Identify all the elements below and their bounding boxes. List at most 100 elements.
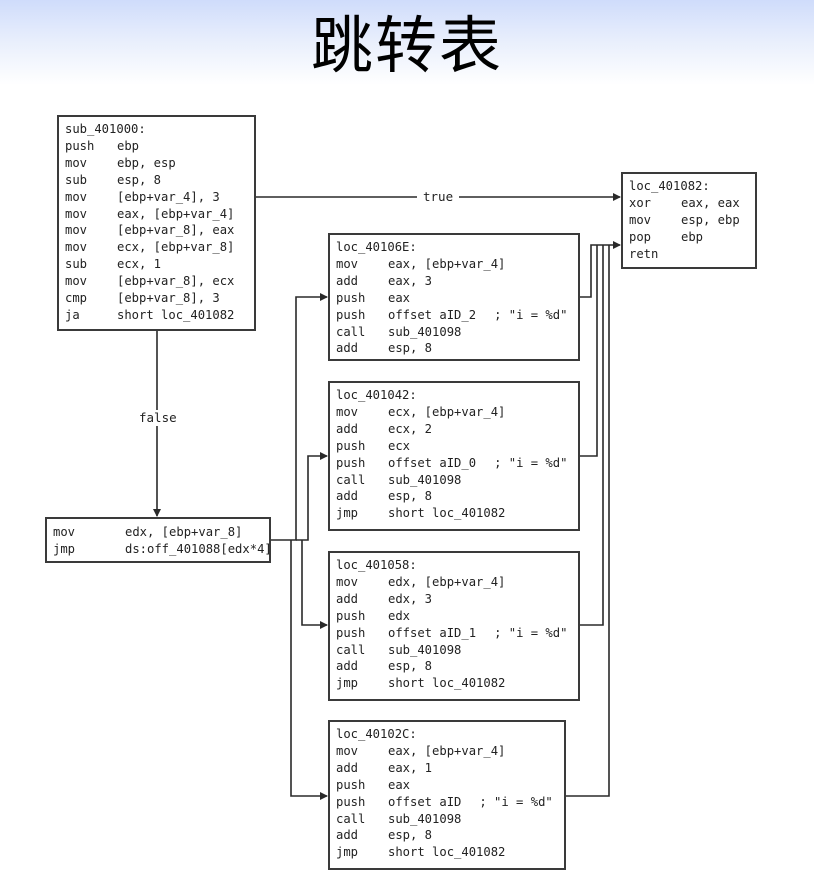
comment: ; "i = %d" <box>494 307 568 322</box>
comment: ; "i = %d" <box>494 455 568 470</box>
operands: edx, 3 <box>388 591 433 606</box>
operands: edx, [ebp+var_8] <box>125 525 243 539</box>
edge-40106E-to-exit <box>580 241 621 298</box>
instruction-line: push eax <box>336 777 558 794</box>
operands: eax, [ebp+var_4] <box>388 743 506 758</box>
mnemonic: jmp <box>336 676 359 691</box>
operands: ds:off_401088[edx*4] <box>125 541 272 556</box>
operands: [ebp+var_4], 3 <box>117 189 220 204</box>
operands: eax <box>388 777 411 792</box>
operands: [ebp+var_8], eax <box>117 223 235 238</box>
mnemonic: add <box>336 421 359 436</box>
mnemonic: mov <box>629 212 652 227</box>
edge-label-false: false <box>133 410 183 426</box>
mnemonic: mov <box>65 240 88 255</box>
mnemonic: call <box>336 642 366 657</box>
operands: sub_401098 <box>388 642 462 657</box>
mnemonic: ja <box>65 307 80 322</box>
mnemonic: jmp <box>336 506 359 521</box>
mnemonic: mov <box>65 223 88 238</box>
block-label: loc_401042: <box>336 388 417 402</box>
block-label: loc_40102C: <box>336 727 417 741</box>
instruction-line: add esp, 8 <box>336 488 572 505</box>
instruction-line: cmp[ebp+var_8], 3 <box>65 290 248 307</box>
comment: ; "i = %d" <box>494 625 568 640</box>
mnemonic: call <box>336 472 366 487</box>
operands: ebp <box>117 138 140 153</box>
mnemonic: mov <box>336 574 359 589</box>
mnemonic: sub <box>65 257 88 272</box>
mnemonic: jmp <box>336 845 359 860</box>
operands: offset aID <box>388 794 462 809</box>
operands: offset aID_2 <box>388 307 477 322</box>
mnemonic: mov <box>336 404 359 419</box>
operands: offset aID_1 <box>388 625 477 640</box>
mnemonic: mov <box>65 155 88 170</box>
instruction-line: jmp short loc_401082 <box>336 844 558 861</box>
operands: eax, [ebp+var_4] <box>388 256 506 271</box>
operands: esp, 8 <box>388 489 433 504</box>
mnemonic: call <box>336 811 366 826</box>
mnemonic: retn <box>629 246 659 261</box>
mnemonic: add <box>336 659 359 674</box>
mnemonic: mov <box>65 189 88 204</box>
mnemonic: push <box>336 290 366 305</box>
mnemonic: push <box>336 307 366 322</box>
operands: ecx, [ebp+var_8] <box>117 240 235 255</box>
mnemonic: push <box>336 608 366 623</box>
mnemonic: mov <box>336 256 359 271</box>
instruction-line: ja short loc_401082 <box>65 307 248 324</box>
mnemonic: push <box>336 777 366 792</box>
mnemonic: mov <box>336 743 359 758</box>
mnemonic: mov <box>65 274 88 289</box>
block-label: loc_40106E: <box>336 240 417 254</box>
block-label: loc_401082: <box>629 179 710 193</box>
mnemonic: add <box>336 828 359 843</box>
operands: eax, 3 <box>388 273 433 288</box>
mnemonic: push <box>336 438 366 453</box>
edge-dispatch-to-40106E <box>271 293 328 541</box>
operands: eax, 1 <box>388 760 433 775</box>
operands: esp, 8 <box>388 341 433 356</box>
operands: ecx, 1 <box>117 257 162 272</box>
edge-401058-to-exit <box>580 245 604 626</box>
operands: [ebp+var_8], ecx <box>117 274 235 289</box>
operands: short loc_401082 <box>117 307 235 322</box>
instruction-line: mov [ebp+var_4], 3 <box>65 189 248 206</box>
edge-dispatch-to-401042 <box>296 452 328 541</box>
mnemonic: xor <box>629 195 652 210</box>
mnemonic: add <box>336 489 359 504</box>
operands: short loc_401082 <box>388 845 506 860</box>
edge-40102C-to-exit <box>566 245 610 797</box>
mnemonic: sub <box>65 172 88 187</box>
instruction-line: push offset aID_2 ; "i = %d" <box>336 307 572 324</box>
